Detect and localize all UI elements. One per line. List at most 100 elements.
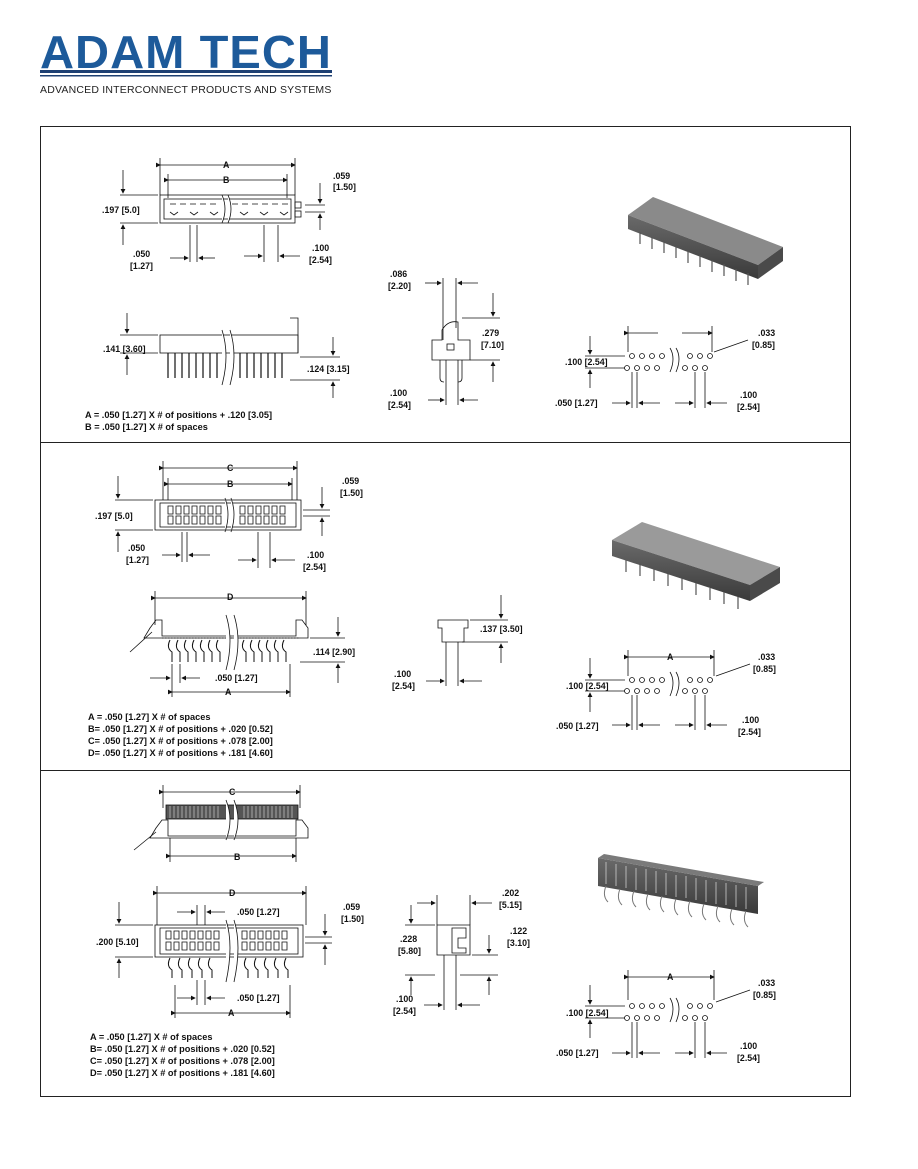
- formula-line: B= .050 [1.27] X # of positions + .020 […: [88, 724, 273, 734]
- dim-label: .059: [342, 476, 359, 486]
- formula-line: A = .050 [1.27] X # of positions + .120 …: [85, 410, 273, 420]
- dim-label: .100: [740, 1041, 757, 1051]
- dim-label: .200 [5.10]: [96, 937, 139, 947]
- dim-label: [0.85]: [752, 340, 775, 350]
- s1-pcb-layout: [585, 326, 749, 408]
- dim-label: [2.54]: [737, 1053, 760, 1063]
- dim-label: A: [667, 652, 674, 662]
- s2-pcb-layout: [585, 650, 751, 730]
- dim-label: [7.10]: [481, 340, 504, 350]
- dim-label: .050: [133, 249, 150, 259]
- s2-top-view: [115, 461, 330, 568]
- dim-label: .033: [758, 978, 775, 988]
- dim-label: .100 [2.54]: [565, 357, 608, 367]
- dim-label: .050 [1.27]: [556, 1048, 599, 1058]
- dim-label: [2.20]: [388, 281, 411, 291]
- dim-label: .100 [2.54]: [566, 1008, 609, 1018]
- dim-label: .141 [3.60]: [103, 344, 146, 354]
- dim-label: .050 [1.27]: [555, 398, 598, 408]
- dim-label: [2.54]: [393, 1006, 416, 1016]
- formula-line: B= .050 [1.27] X # of positions + .020 […: [90, 1044, 275, 1054]
- company-tagline: ADVANCED INTERCONNECT PRODUCTS AND SYSTE…: [40, 84, 332, 96]
- dim-label: B: [223, 175, 229, 185]
- dim-label: [2.54]: [738, 727, 761, 737]
- dim-label: .228: [400, 934, 417, 944]
- dim-label: D: [229, 888, 235, 898]
- dim-label: .059: [343, 902, 360, 912]
- dim-label: A: [228, 1008, 235, 1018]
- dim-label: [5.15]: [499, 900, 522, 910]
- formula-line: C= .050 [1.27] X # of positions + .078 […: [90, 1056, 275, 1066]
- formula-line: A = .050 [1.27] X # of spaces: [88, 712, 211, 722]
- dim-label: .050 [1.27]: [237, 907, 280, 917]
- adam-tech-logo: ADAM TECH: [40, 28, 332, 78]
- dim-label: .100: [312, 243, 329, 253]
- dim-label: .279: [482, 328, 499, 338]
- dim-label: [2.54]: [303, 562, 326, 572]
- dim-label: B: [227, 479, 233, 489]
- dim-label: .100: [740, 390, 757, 400]
- dim-label: [1.27]: [130, 261, 153, 271]
- dim-label: .086: [390, 269, 407, 279]
- brand-logotype: ADAM TECH: [40, 28, 332, 78]
- s2-side-view: [129, 591, 345, 697]
- dim-label: [2.54]: [392, 681, 415, 691]
- s2-photo: [612, 522, 780, 609]
- s3-photo: [598, 854, 764, 928]
- dim-label: C: [229, 787, 236, 797]
- dim-label: .050 [1.27]: [556, 721, 599, 731]
- dim-label: [1.27]: [126, 555, 149, 565]
- dim-label: [1.50]: [341, 914, 364, 924]
- dim-label: .033: [758, 652, 775, 662]
- formula-line: C= .050 [1.27] X # of positions + .078 […: [88, 736, 273, 746]
- dim-label: .197 [5.0]: [102, 205, 140, 215]
- s1-photo: [628, 197, 783, 285]
- dim-label: [0.85]: [753, 664, 776, 674]
- section-divider: [40, 770, 851, 771]
- dim-label: [0.85]: [753, 990, 776, 1000]
- dim-label: .050 [1.27]: [215, 673, 258, 683]
- drawing-frame: [40, 126, 851, 1097]
- s3-top-view: [115, 886, 332, 1018]
- dim-label: .122: [510, 926, 527, 936]
- dim-label: .059: [333, 171, 350, 181]
- dim-label: .137 [3.50]: [480, 624, 523, 634]
- dim-label: .100: [390, 388, 407, 398]
- dim-label: C: [227, 463, 234, 473]
- dim-label: .114 [2.90]: [313, 647, 355, 657]
- s1-top-view: [120, 158, 325, 262]
- dim-label: .033: [758, 328, 775, 338]
- s3-side-view: [133, 785, 309, 862]
- dim-label: A: [667, 972, 674, 982]
- dim-label: [3.10]: [507, 938, 530, 948]
- s1-formulas: A = .050 [1.27] X # of positions + .120 …: [85, 409, 272, 433]
- formula-line: A = .050 [1.27] X # of spaces: [90, 1032, 213, 1042]
- dim-label: .100: [307, 550, 324, 560]
- s2-formulas: A = .050 [1.27] X # of spaces B= .050 [1…: [88, 711, 273, 759]
- s3-end-view: [405, 895, 498, 1010]
- dim-label: .197 [5.0]: [95, 511, 133, 521]
- dim-label: .124 [3.15]: [307, 364, 350, 374]
- section-divider: [40, 442, 851, 443]
- dim-label: [2.54]: [737, 402, 760, 412]
- dim-label: A: [225, 687, 232, 697]
- s1-end-view: [425, 278, 500, 405]
- dim-label: B: [234, 852, 240, 862]
- dim-label: .100: [394, 669, 411, 679]
- s3-pcb-layout: [585, 970, 751, 1058]
- dim-label: .100: [742, 715, 759, 725]
- dim-label: A: [223, 160, 230, 170]
- dim-label: .050: [128, 543, 145, 553]
- dim-label: .100 [2.54]: [566, 681, 609, 691]
- dim-label: [2.54]: [309, 255, 332, 265]
- formula-line: D= .050 [1.27] X # of positions + .181 […: [90, 1068, 275, 1078]
- dim-label: [2.54]: [388, 400, 411, 410]
- dim-label: .050 [1.27]: [237, 993, 280, 1003]
- s1-side-view: [120, 313, 340, 398]
- dim-label: .100: [396, 994, 413, 1004]
- s2-end-view: [426, 595, 508, 686]
- formula-line: B = .050 [1.27] X # of spaces: [85, 422, 208, 432]
- dim-label: [5.80]: [398, 946, 421, 956]
- s3-formulas: A = .050 [1.27] X # of spaces B= .050 [1…: [90, 1031, 275, 1079]
